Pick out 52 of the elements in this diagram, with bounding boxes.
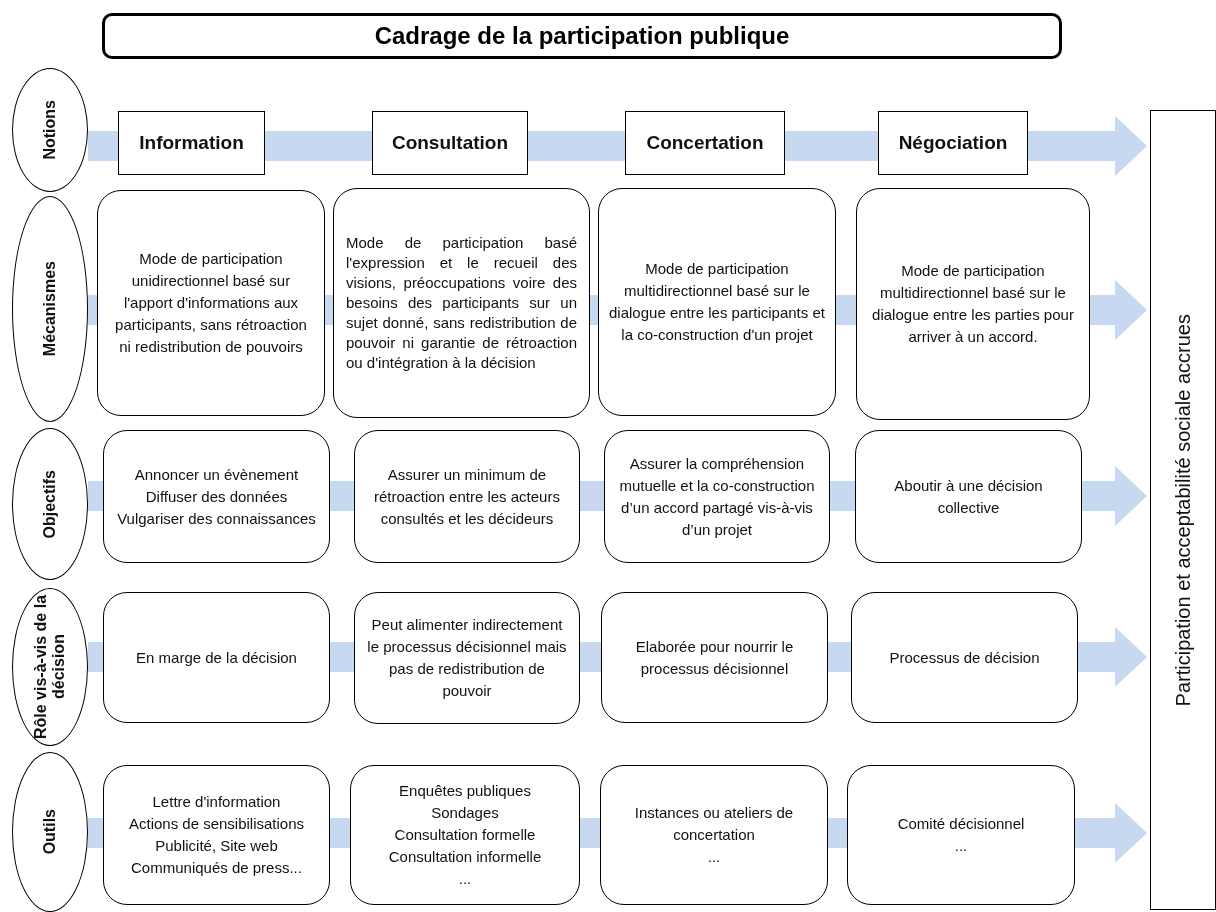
text-box: Assurer la compréhension mutuelle et la co-construction d’un accord partagé vis-à-vis d’un projet bbox=[604, 430, 830, 563]
arrow bbox=[1078, 627, 1147, 687]
connector-band bbox=[528, 131, 625, 161]
text-box: Aboutir à une décision collective bbox=[855, 430, 1082, 563]
text-box: En marge de la décision bbox=[103, 592, 330, 723]
connector-band bbox=[830, 481, 855, 511]
arrow bbox=[1082, 466, 1147, 526]
row-label-ellipse: Objectifs bbox=[12, 428, 88, 580]
arrow bbox=[1028, 116, 1147, 176]
connector-band bbox=[828, 818, 847, 848]
connector-band bbox=[88, 131, 118, 161]
connector-band bbox=[836, 295, 856, 325]
row-label-ellipse: Mécanismes bbox=[12, 196, 88, 422]
connector-band bbox=[590, 295, 598, 325]
row-label-ellipse: Outils bbox=[12, 752, 88, 912]
text-box: Mode de participation multidirectionnel basé sur le dialogue entre les parties pour arriver à un accord. bbox=[856, 188, 1090, 420]
connector-band bbox=[88, 642, 103, 672]
connector-band bbox=[265, 131, 372, 161]
connector-band bbox=[580, 642, 601, 672]
connector-band bbox=[580, 818, 600, 848]
connector-band bbox=[785, 131, 878, 161]
connector-band bbox=[330, 481, 354, 511]
text-box: Comité décisionnel ... bbox=[847, 765, 1075, 905]
header-box: Concertation bbox=[625, 111, 785, 175]
header-box: Consultation bbox=[372, 111, 528, 175]
text-box: Annoncer un évènement Diffuser des données Vulgariser des connaissances bbox=[103, 430, 330, 563]
header-box: Négociation bbox=[878, 111, 1028, 175]
row-label-ellipse: Rôle vis-à-vis de la décision bbox=[12, 588, 88, 746]
result-box: Participation et acceptabilité sociale accrues bbox=[1150, 110, 1216, 910]
text-box: Mode de participation basé l'expression et le recueil des visions, préoccupations voire des besoins des participants sur un sujet donné, sans redistribution de pouvoir ni garantie de rétroaction ou d'intégration à la décision bbox=[333, 188, 590, 418]
connector-band bbox=[330, 818, 350, 848]
arrow bbox=[1090, 280, 1147, 340]
arrow bbox=[1075, 803, 1147, 863]
connector-band bbox=[330, 642, 354, 672]
row-label-ellipse: Notions bbox=[12, 68, 88, 192]
text-box: Mode de participation unidirectionnel basé sur l'apport d'informations aux participants, sans rétroaction ni redistribution de pouvoirs bbox=[97, 190, 325, 416]
connector-band bbox=[325, 295, 333, 325]
text-box: Mode de participation multidirectionnel basé sur le dialogue entre les participants et la co-construction d'un projet bbox=[598, 188, 836, 416]
connector-band bbox=[88, 818, 103, 848]
title-box: Cadrage de la participation publique bbox=[102, 13, 1062, 59]
text-box: Lettre d'information Actions de sensibilisations Publicité, Site web Communiqués de press... bbox=[103, 765, 330, 905]
connector-band bbox=[580, 481, 604, 511]
text-box: Processus de décision bbox=[851, 592, 1078, 723]
text-box: Instances ou ateliers de concertation ... bbox=[600, 765, 828, 905]
text-box: Elaborée pour nourrir le processus décisionnel bbox=[601, 592, 828, 723]
header-box: Information bbox=[118, 111, 265, 175]
connector-band bbox=[88, 295, 97, 325]
connector-band bbox=[88, 481, 103, 511]
text-box: Enquêtes publiques Sondages Consultation formelle Consultation informelle ... bbox=[350, 765, 580, 905]
text-box: Peut alimenter indirectement le processus décisionnel mais pas de redistribution de pouvoir bbox=[354, 592, 580, 724]
text-box: Assurer un minimum de rétroaction entre les acteurs consultés et les décideurs bbox=[354, 430, 580, 563]
connector-band bbox=[828, 642, 851, 672]
